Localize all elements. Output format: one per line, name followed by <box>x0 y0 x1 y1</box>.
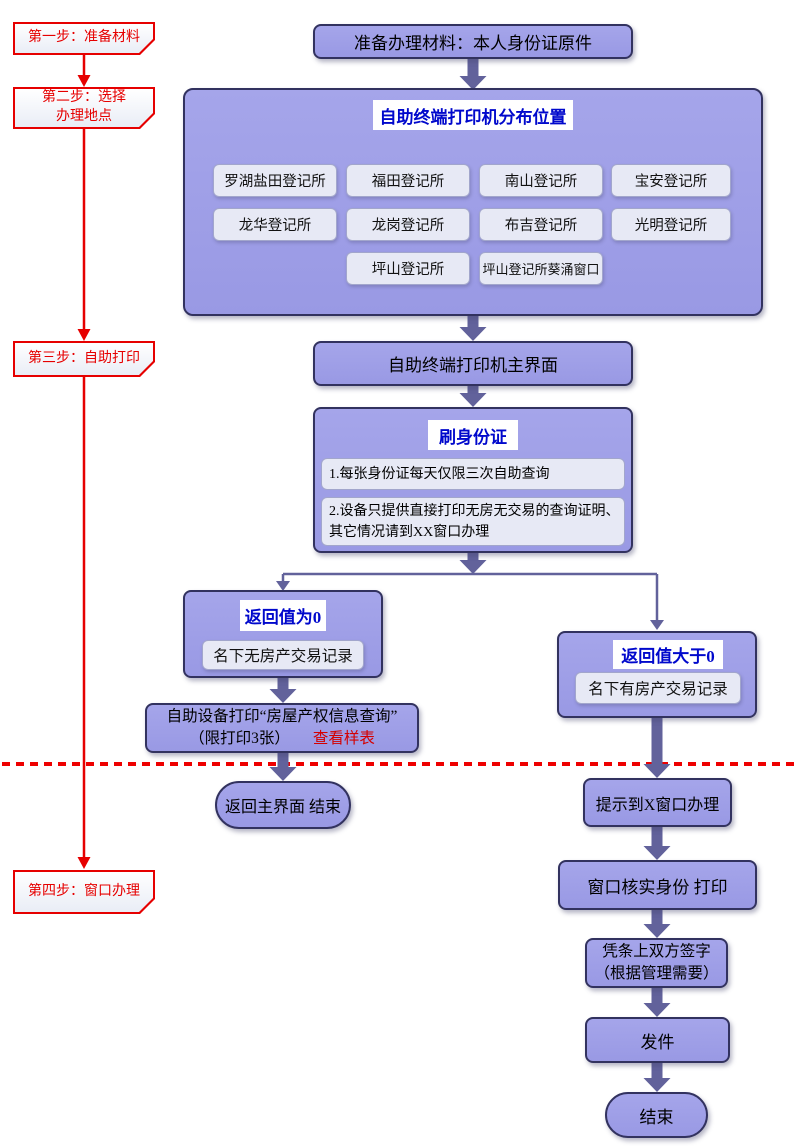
swipe-note-1: 1.每张身份证每天仅限三次自助查询 <box>321 458 625 490</box>
step-4-box: 第四步：窗口办理 <box>13 870 155 914</box>
swipe-note-2-line1: 2.设备只提供直接打印无房无交易的查询证明、 <box>329 503 620 519</box>
window-notice-box: 提示到X窗口办理 <box>583 778 732 827</box>
prepare-materials-label: 准备办理材料：本人身份证原件 <box>354 34 592 53</box>
main-screen-box: 自助终端打印机主界面 <box>313 341 633 386</box>
sign-box: 凭条上双方签字 （根据管理需要） <box>585 938 728 988</box>
step-arrows <box>77 55 91 869</box>
location-nanshan: 南山登记所 <box>479 164 603 197</box>
self-print-box: 自助设备打印“房屋产权信息查询” （限打印3张） 查看样表 <box>145 703 419 753</box>
swipe-id-title: 刷身份证 <box>428 420 518 450</box>
self-print-line2: （限打印3张） <box>189 730 290 747</box>
branch-positive-title: 返回值大于0 <box>613 640 723 669</box>
location-buji: 布吉登记所 <box>479 208 603 241</box>
step-2-box: 第二步：选择 办理地点 <box>13 87 155 129</box>
step-3-label: 第三步：自助打印 <box>28 350 140 366</box>
step-3-box: 第三步：自助打印 <box>13 341 155 377</box>
location-pingshan: 坪山登记所 <box>346 252 470 285</box>
step-2-label-line1: 第二步：选择 <box>42 90 126 106</box>
end-terminator: 结束 <box>605 1092 708 1138</box>
location-longhua: 龙华登记所 <box>213 208 337 241</box>
branch-positive-desc: 名下有房产交易记录 <box>575 672 741 704</box>
location-pingshan-kuichong: 坪山登记所葵涌窗口 <box>479 252 603 285</box>
step-4-label: 第四步：窗口办理 <box>28 883 140 899</box>
prepare-materials-box: 准备办理材料：本人身份证原件 <box>313 24 633 59</box>
sample-link[interactable]: 查看样表 <box>312 730 375 747</box>
location-longgang: 龙岗登记所 <box>346 208 470 241</box>
branch-zero-title: 返回值为0 <box>240 600 326 631</box>
location-baoan: 宝安登记所 <box>611 164 731 197</box>
step-2-label-line2: 办理地点 <box>56 109 112 124</box>
return-main-terminator: 返回主界面 结束 <box>215 781 351 829</box>
self-print-line1: 自助设备打印“房屋产权信息查询” <box>166 707 398 725</box>
location-guangming: 光明登记所 <box>611 208 731 241</box>
distribution-title: 自助终端打印机分布位置 <box>373 100 573 130</box>
send-box: 发件 <box>585 1017 730 1063</box>
step-1-box: 第一步：准备材料 <box>13 22 155 55</box>
location-futian: 福田登记所 <box>346 164 470 197</box>
sign-line2: （根据管理需要） <box>594 965 719 982</box>
main-screen-label: 自助终端打印机主界面 <box>388 356 558 375</box>
sign-line1: 凭条上双方签字 <box>602 942 711 960</box>
swipe-note-2-line2: 其它情况请到XX窗口办理 <box>329 524 490 540</box>
branch-zero-desc: 名下无房产交易记录 <box>202 640 364 670</box>
step-1-label: 第一步：准备材料 <box>28 30 140 46</box>
window-verify-box: 窗口核实身份 打印 <box>558 860 757 910</box>
swipe-note-2: 2.设备只提供直接打印无房无交易的查询证明、 其它情况请到XX窗口办理 <box>321 497 625 546</box>
location-luohu-yantian: 罗湖盐田登记所 <box>213 164 337 197</box>
